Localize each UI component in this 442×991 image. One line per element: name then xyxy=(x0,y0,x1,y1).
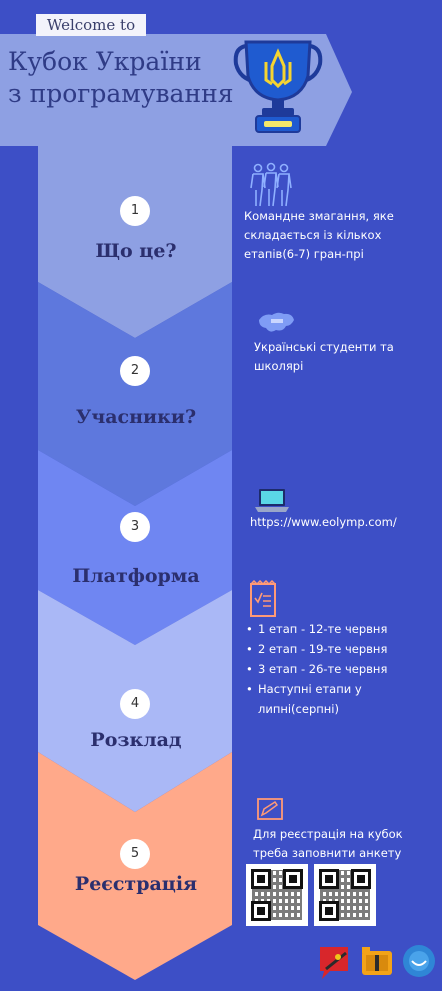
qr-finder-6 xyxy=(319,901,339,921)
logo-yellow-icon xyxy=(362,947,392,975)
schedule-item-1: 1 етап - 12-те червня xyxy=(244,619,424,639)
registration-description: Для реєстрація на кубок треба заповнити … xyxy=(253,827,403,860)
title-line-2: з програмування xyxy=(8,79,234,108)
section-number-2: 2 xyxy=(120,356,150,386)
platform-link[interactable]: https://www.eolymp.com/ xyxy=(250,515,397,529)
qr-finder-5 xyxy=(351,869,371,889)
qr-code-right[interactable] xyxy=(314,864,376,926)
edit-icon xyxy=(257,798,283,820)
trophy-icon xyxy=(233,40,323,133)
bottom-logo-icons xyxy=(320,945,435,979)
band-3 xyxy=(38,450,232,645)
section-title-5: Реєстрація xyxy=(74,873,198,895)
section-number-4: 4 xyxy=(120,689,150,719)
schedule-item-2: 2 етап - 19-те червня xyxy=(244,639,424,659)
participants-description: Українські студенти та школярі xyxy=(254,340,394,373)
qr-finder-1 xyxy=(251,869,271,889)
qr-finder-2 xyxy=(283,869,303,889)
what-description: Командне змагання, яке складається із кі… xyxy=(244,209,394,261)
section-number-5: 5 xyxy=(120,839,150,869)
band-2 xyxy=(38,282,232,506)
qr-code-left[interactable] xyxy=(246,864,308,926)
schedule-item-3: 3 етап - 26-те червня xyxy=(244,659,424,679)
checklist-icon xyxy=(250,580,276,617)
qr-finder-3 xyxy=(251,901,271,921)
section-number-3: 3 xyxy=(120,512,150,542)
section-number-1: 1 xyxy=(120,196,150,226)
band-1 xyxy=(38,146,232,338)
welcome-label: Welcome to xyxy=(36,14,146,36)
section-title-2: Учасники? xyxy=(75,406,197,428)
section-title-4: Розклад xyxy=(90,729,182,751)
section-title-3: Платформа xyxy=(72,565,200,587)
ukraine-map-icon xyxy=(259,312,294,332)
logo-red-icon xyxy=(320,947,348,979)
section-title-1: Що це? xyxy=(95,240,177,262)
title-line-1: Кубок України xyxy=(8,47,202,76)
qr-finder-4 xyxy=(319,869,339,889)
laptop-icon xyxy=(255,489,289,512)
people-icon xyxy=(250,162,292,207)
page-title: Кубок України з програмування xyxy=(8,46,258,110)
logo-blue-icon xyxy=(403,945,435,977)
schedule-list: 1 етап - 12-те червня 2 етап - 19-те чер… xyxy=(244,619,424,719)
schedule-item-4: Наступні етапи у липні(серпні) xyxy=(244,679,424,719)
